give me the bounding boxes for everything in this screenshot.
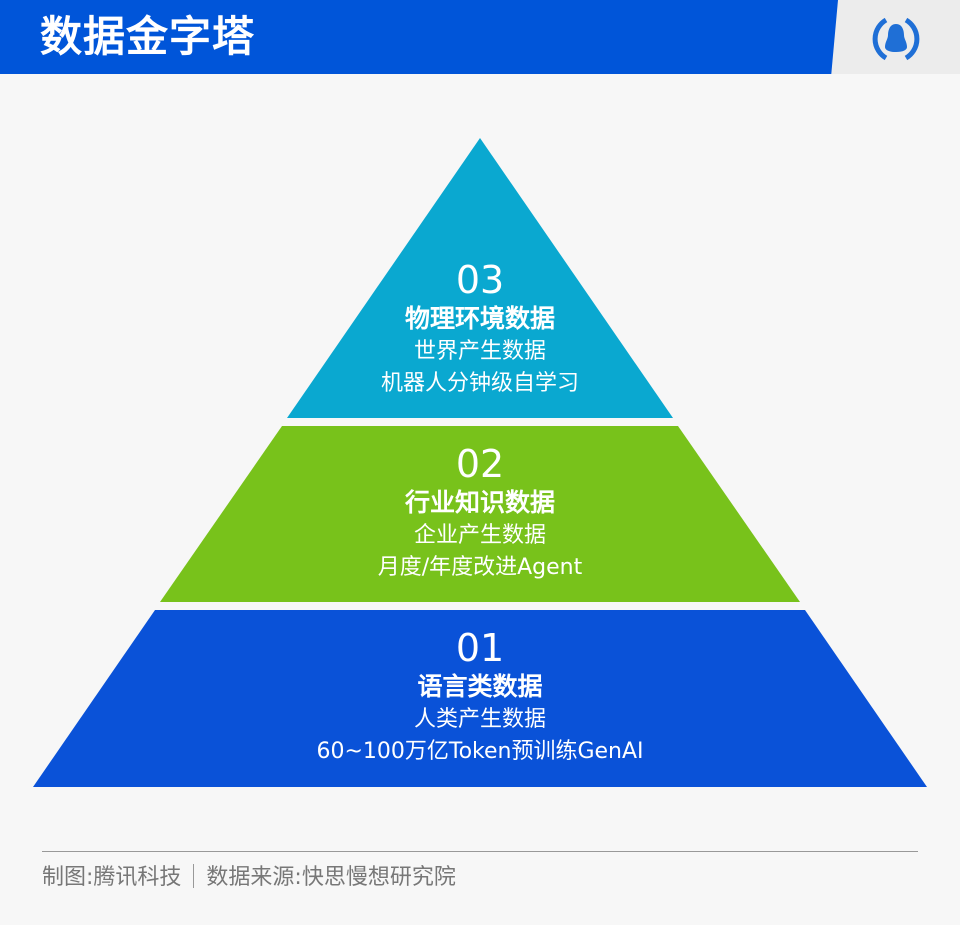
tier-name: 行业知识数据 xyxy=(404,488,555,517)
tier-line: 60~100万亿Token预训练GenAI xyxy=(316,739,644,764)
tier-number: 02 xyxy=(455,442,505,486)
tier-1: 01 语言类数据 人类产生数据 60~100万亿Token预训练GenAI xyxy=(0,626,960,768)
tier-3-shape xyxy=(287,138,673,418)
tier-line: 机器人分钟级自学习 xyxy=(380,371,579,396)
credit-text: 制图:腾讯科技 xyxy=(42,865,182,890)
separator xyxy=(193,864,195,888)
tier-2-shape xyxy=(160,426,800,602)
header-bar xyxy=(0,0,838,74)
tier-line: 月度/年度改进Agent xyxy=(377,555,583,580)
tier-line: 企业产生数据 xyxy=(413,523,546,548)
source-text: 数据来源:快思慢想研究院 xyxy=(206,865,456,890)
tier-2: 02 行业知识数据 企业产生数据 月度/年度改进Agent xyxy=(0,442,960,584)
header: 数据金字塔 xyxy=(0,0,960,74)
tier-number: 01 xyxy=(455,626,505,670)
tier-name: 语言类数据 xyxy=(417,672,543,701)
tier-1-shape xyxy=(33,610,927,787)
tier-3: 03 物理环境数据 世界产生数据 机器人分钟级自学习 xyxy=(0,258,960,400)
footer-divider xyxy=(42,851,918,852)
footer: 制图:腾讯科技数据来源:快思慢想研究院 xyxy=(42,862,456,894)
page-title: 数据金字塔 xyxy=(40,12,256,61)
tier-number: 03 xyxy=(455,258,505,302)
tier-line: 人类产生数据 xyxy=(413,707,546,732)
tier-name: 物理环境数据 xyxy=(404,304,555,333)
penguin-logo-icon xyxy=(872,17,920,61)
tier-line: 世界产生数据 xyxy=(413,339,546,364)
